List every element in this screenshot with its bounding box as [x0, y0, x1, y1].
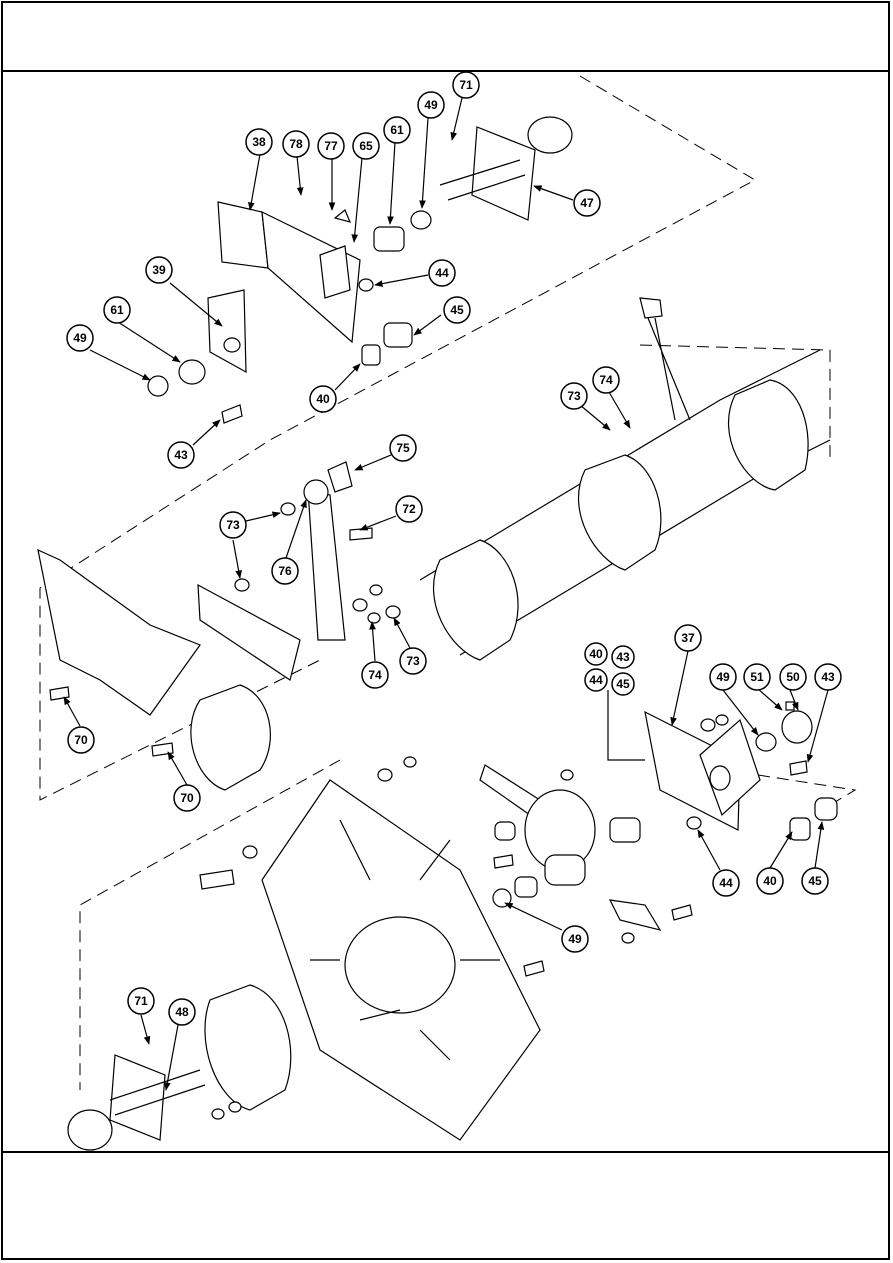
callout-43: 43 — [814, 663, 842, 691]
callout-49: 49 — [709, 663, 737, 691]
footer-box — [3, 1151, 888, 1258]
callout-75: 75 — [389, 434, 417, 462]
svg-text:73: 73 — [226, 518, 240, 532]
callout-45: 45 — [611, 672, 635, 696]
svg-text:78: 78 — [289, 137, 303, 151]
svg-text:70: 70 — [180, 791, 194, 805]
callout-50: 50 — [779, 663, 807, 691]
callouts: 71 49 61 65 77 78 38 47 44 39 61 49 45 4… — [66, 71, 842, 1026]
callout-70: 70 — [173, 784, 201, 812]
drum-assembly — [419, 297, 831, 661]
svg-text:43: 43 — [174, 448, 188, 462]
svg-text:76: 76 — [278, 564, 292, 578]
svg-text:45: 45 — [616, 677, 630, 691]
callout-51: 51 — [743, 663, 771, 691]
svg-text:44: 44 — [719, 876, 733, 890]
callout-73: 73 — [219, 511, 247, 539]
callout-77: 77 — [317, 132, 345, 160]
assembly-outlines — [39, 75, 857, 1090]
callout-73: 73 — [399, 647, 427, 675]
svg-text:47: 47 — [580, 196, 594, 210]
callout-43: 43 — [167, 441, 195, 469]
base-plate — [67, 756, 541, 1151]
svg-text:70: 70 — [74, 733, 88, 747]
svg-text:40: 40 — [589, 647, 603, 661]
svg-text:73: 73 — [406, 654, 420, 668]
svg-text:73: 73 — [567, 389, 581, 403]
callout-49: 49 — [417, 91, 445, 119]
svg-text:61: 61 — [110, 303, 124, 317]
callout-61: 61 — [103, 296, 131, 324]
svg-text:50: 50 — [786, 670, 800, 684]
svg-text:75: 75 — [396, 441, 410, 455]
callout-74: 74 — [592, 366, 620, 394]
svg-text:45: 45 — [450, 303, 464, 317]
callout-43: 43 — [611, 645, 635, 669]
callout-44: 44 — [712, 869, 740, 897]
svg-text:65: 65 — [359, 139, 373, 153]
callout-40: 40 — [309, 385, 337, 413]
svg-text:44: 44 — [589, 673, 603, 687]
svg-text:77: 77 — [324, 139, 338, 153]
svg-text:40: 40 — [763, 874, 777, 888]
callout-73: 73 — [560, 382, 588, 410]
svg-text:49: 49 — [716, 670, 730, 684]
svg-text:40: 40 — [316, 392, 330, 406]
callout-49: 49 — [66, 324, 94, 352]
callout-45: 45 — [801, 867, 829, 895]
callout-48: 48 — [168, 998, 196, 1026]
svg-text:37: 37 — [681, 631, 695, 645]
svg-text:49: 49 — [73, 331, 87, 345]
svg-text:38: 38 — [252, 135, 266, 149]
side-plates-middle — [37, 461, 401, 791]
callout-76: 76 — [271, 557, 299, 585]
callout-72: 72 — [395, 495, 423, 523]
svg-text:45: 45 — [808, 874, 822, 888]
svg-text:43: 43 — [616, 650, 630, 664]
svg-text:72: 72 — [402, 502, 416, 516]
bracket-assembly-top — [147, 116, 573, 424]
callout-78: 78 — [282, 130, 310, 158]
shaft-assembly-right — [479, 764, 693, 977]
callout-71: 71 — [452, 71, 480, 99]
svg-text:61: 61 — [390, 123, 404, 137]
svg-text:74: 74 — [599, 373, 613, 387]
callout-39: 39 — [145, 256, 173, 284]
callout-38: 38 — [245, 128, 273, 156]
callout-44: 44 — [584, 668, 608, 692]
svg-text:74: 74 — [368, 668, 382, 682]
callout-49: 49 — [561, 925, 589, 953]
svg-text:49: 49 — [568, 932, 582, 946]
callout-70: 70 — [67, 726, 95, 754]
svg-text:71: 71 — [134, 994, 148, 1008]
callout-37: 37 — [674, 624, 702, 652]
svg-text:39: 39 — [152, 263, 166, 277]
header-box — [3, 3, 888, 72]
callout-65: 65 — [352, 132, 380, 160]
svg-text:71: 71 — [459, 78, 473, 92]
svg-text:49: 49 — [424, 98, 438, 112]
svg-text:43: 43 — [821, 670, 835, 684]
callout-40: 40 — [584, 642, 608, 666]
callout-47: 47 — [573, 189, 601, 217]
svg-text:44: 44 — [435, 266, 449, 280]
callout-61: 61 — [383, 116, 411, 144]
callout-45: 45 — [443, 296, 471, 324]
callout-leaders — [63, 97, 829, 1091]
bracket-37 — [607, 690, 838, 841]
svg-text:51: 51 — [750, 670, 764, 684]
callout-44: 44 — [428, 259, 456, 287]
callout-40: 40 — [756, 867, 784, 895]
callout-74: 74 — [361, 661, 389, 689]
callout-71: 71 — [127, 987, 155, 1015]
svg-text:48: 48 — [175, 1005, 189, 1019]
